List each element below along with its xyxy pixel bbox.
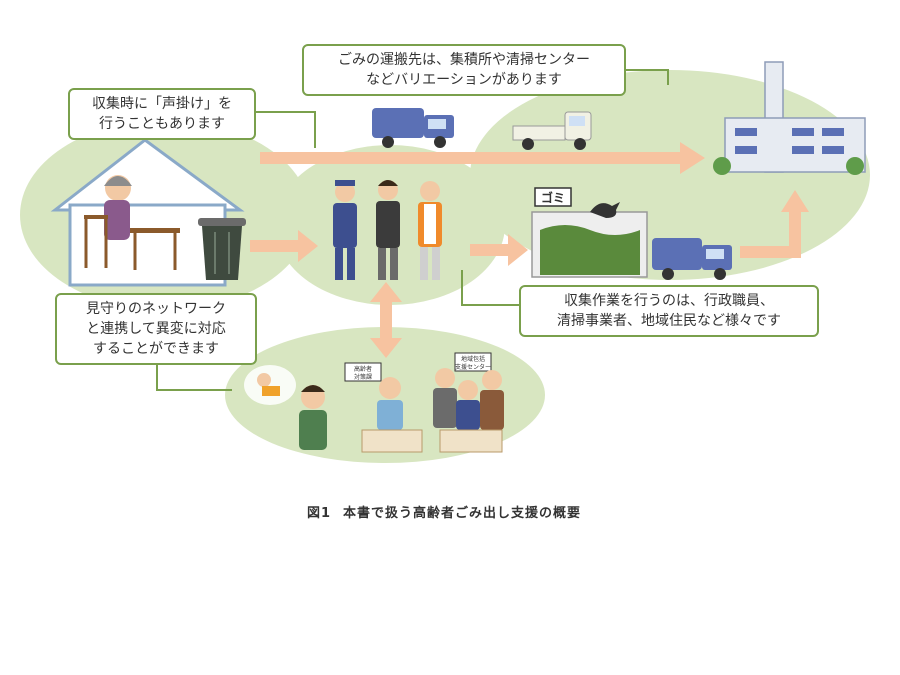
fallen-elder — [262, 386, 280, 396]
elderly-person — [104, 200, 130, 240]
callout-voice-line-2: 行うこともあります — [99, 116, 225, 132]
callout-network-line-3: することができます — [93, 341, 219, 357]
arrow-head-up-workers — [370, 282, 402, 302]
gomi-sign — [534, 187, 572, 207]
figure-caption: 図1 本書で扱う高齢者ごみ出し支援の概要 — [0, 502, 900, 521]
arrow-head-to-workers — [298, 230, 318, 262]
arrow-head-right-top — [680, 142, 705, 174]
callout-network-line-1: 見守りのネットワーク — [86, 301, 226, 317]
workers-illustration — [333, 180, 442, 280]
gomi-sign-text: ゴミ — [541, 190, 565, 205]
worker-uniform — [333, 203, 357, 248]
trash-can-icon — [198, 218, 246, 280]
house-illustration — [50, 138, 245, 287]
callout-workers-line-2: 清掃事業者、地域住民など様々です — [557, 313, 781, 329]
callout-network: 見守りのネットワーク と連携して異変に対応 することができます — [55, 293, 257, 365]
figure-label: 図1 — [306, 506, 332, 521]
callout-voice-call: 収集時に「声掛け」を 行うこともあります — [68, 88, 256, 140]
callout-workers-line-1: 収集作業を行うのは、行政職員、 — [564, 293, 774, 309]
callout-connectors — [156, 69, 669, 391]
callout-workers: 収集作業を行うのは、行政職員、 清掃事業者、地域住民など様々です — [519, 285, 819, 337]
desk-2 — [439, 429, 503, 453]
callout-transport-destination: ごみの運搬先は、集積所や清掃センター などバリエーションがあります — [302, 44, 626, 96]
cleaning-center-building — [713, 61, 866, 175]
crow-icon — [590, 202, 620, 218]
office2-sign-line1: 地域包括 — [461, 355, 485, 363]
figure-title: 本書で扱う高齢者ごみ出し支援の概要 — [343, 506, 582, 521]
arrow-head-to-collection — [508, 234, 528, 266]
network-illustration: 高齢者 対策課 地域包括 支援センター — [244, 352, 504, 453]
desk-1 — [361, 429, 423, 453]
garbage-truck-top — [372, 108, 454, 148]
pickup-truck — [512, 111, 592, 150]
staff-suit — [376, 201, 400, 248]
flow-arrows — [250, 142, 809, 358]
table — [130, 228, 180, 233]
callout-transport-line-2: などバリエーションがあります — [366, 72, 562, 88]
garbage-truck-bottom — [652, 238, 732, 280]
callout-voice-line-1: 収集時に「声掛け」を — [92, 96, 232, 112]
arrow-head-down-network — [370, 338, 402, 358]
office1-sign-line2: 対策課 — [354, 373, 372, 381]
chair — [84, 215, 108, 219]
arrow-head-up — [781, 190, 809, 212]
collection-point: ゴミ — [531, 187, 648, 278]
callout-network-line-2: と連携して異変に対応 — [86, 321, 226, 337]
office1-sign-line1: 高齢者 — [354, 365, 372, 373]
callout-transport-line-1: ごみの運搬先は、集積所や清掃センター — [338, 52, 590, 68]
office2-sign-line2: 支援センター — [455, 363, 491, 371]
